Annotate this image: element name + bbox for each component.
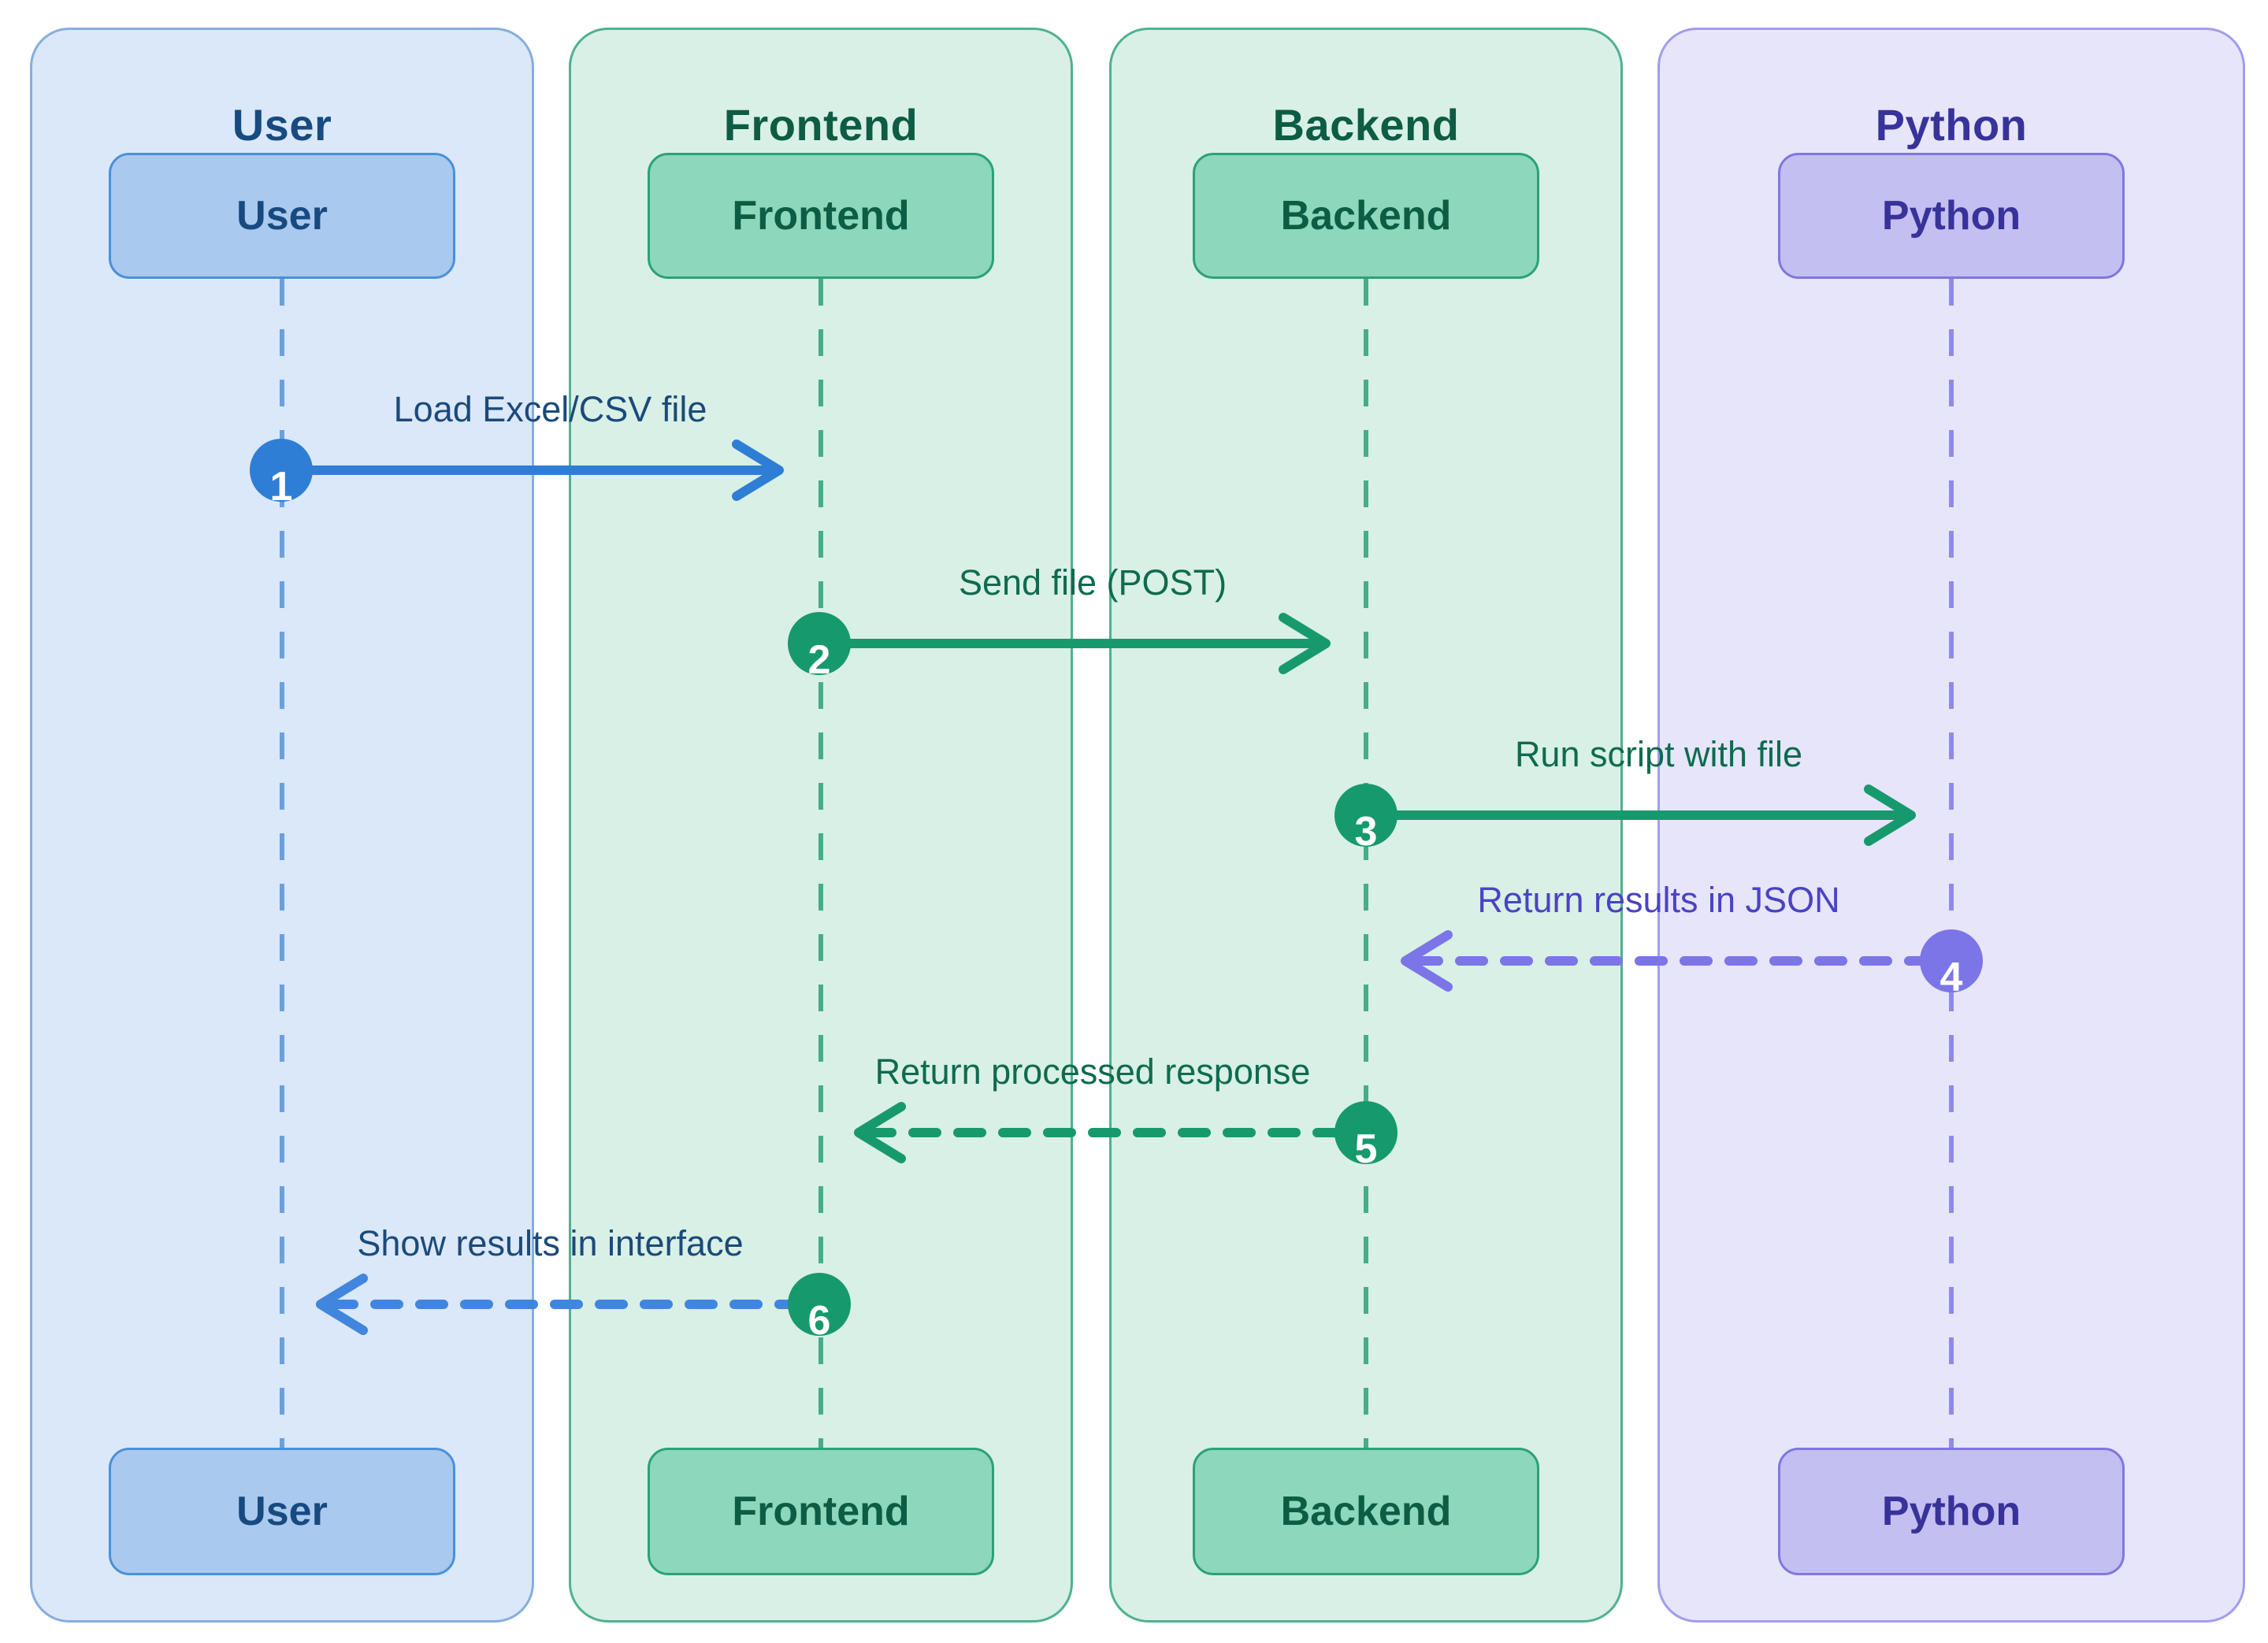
message-2-label: Send file (POST) [958, 562, 1227, 603]
lane-title-backend: Backend [1272, 100, 1460, 150]
message-3-label: Run script with file [1514, 734, 1803, 774]
lane-title-frontend: Frontend [723, 100, 919, 150]
lane-frontend: Frontend Frontend Frontend [569, 28, 1073, 1623]
actor-box-backend-top: Backend [1193, 153, 1539, 279]
message-5: Return processed response 5 [819, 1051, 1398, 1201]
actor-box-python-bottom: Python [1778, 1448, 2125, 1575]
message-1-label: Load Excel/CSV file [393, 389, 707, 429]
message-1-arrow-right-icon [278, 439, 784, 501]
message-6: Show results in interface 6 [281, 1223, 851, 1373]
actor-box-python-top: Python [1778, 153, 2125, 279]
lifeline-backend [1364, 279, 1368, 1448]
message-4-label: Return results in JSON [1477, 880, 1840, 920]
actor-box-backend-bottom: Backend [1193, 1448, 1539, 1575]
message-4-arrow-left-icon [1401, 930, 1954, 992]
lifeline-user [280, 279, 284, 1448]
message-2: Send file (POST) 2 [788, 562, 1366, 712]
message-4-step-badge: 4 [1920, 929, 1983, 998]
lane-title-user: User [232, 100, 332, 150]
actor-box-frontend-bottom: Frontend [648, 1448, 994, 1575]
lane-title-python: Python [1875, 100, 2028, 150]
message-4: Return results in JSON 4 [1366, 880, 1983, 1029]
message-6-arrow-left-icon [316, 1274, 822, 1335]
actor-box-user-bottom: User [109, 1448, 455, 1575]
message-3-arrow-right-icon [1363, 784, 1916, 846]
message-5-arrow-left-icon [854, 1102, 1369, 1163]
message-6-label: Show results in interface [357, 1223, 744, 1263]
message-3: Run script with file 3 [1334, 734, 1951, 884]
lifeline-frontend [818, 279, 823, 1448]
message-5-label: Return processed response [874, 1051, 1311, 1092]
lifeline-python [1949, 279, 1954, 1448]
message-2-arrow-right-icon [816, 613, 1331, 674]
message-3-step-badge: 3 [1334, 784, 1398, 852]
message-1: Load Excel/CSV file 1 [250, 389, 819, 539]
message-1-step-badge: 1 [250, 439, 313, 507]
lane-user: User User User [30, 28, 534, 1623]
actor-box-user-top: User [109, 153, 455, 279]
message-2-step-badge: 2 [788, 612, 851, 681]
message-6-step-badge: 6 [788, 1273, 851, 1341]
lane-python: Python Python Python [1657, 28, 2245, 1623]
actor-box-frontend-top: Frontend [648, 153, 994, 279]
message-5-step-badge: 5 [1334, 1101, 1398, 1170]
